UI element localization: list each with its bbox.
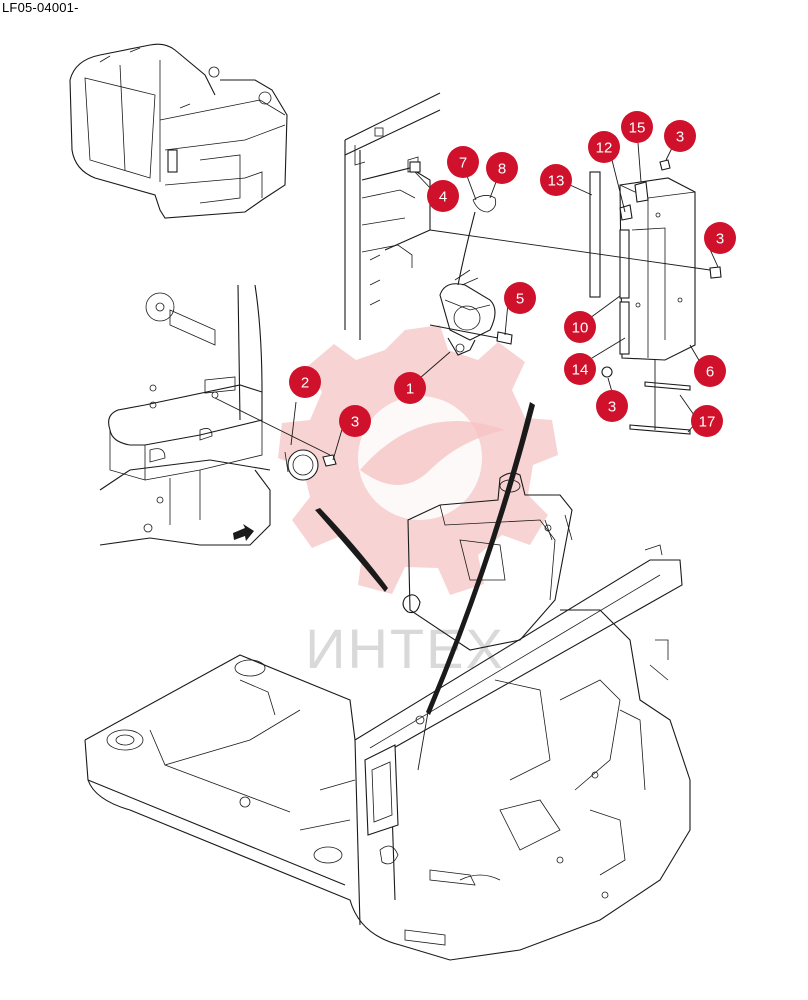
drawing-code: LF05-04001- xyxy=(2,0,79,15)
callout-15: 15 xyxy=(621,111,653,143)
callout-10: 10 xyxy=(564,311,596,343)
callout-badge xyxy=(664,120,696,152)
callout-5: 5 xyxy=(504,282,536,314)
watermark-swoosh xyxy=(360,421,505,485)
callout-badge xyxy=(486,152,518,184)
callout-4: 4 xyxy=(427,180,459,212)
callout-3: 3 xyxy=(704,222,736,254)
callout-1: 1 xyxy=(394,372,426,404)
callout-number: 13 xyxy=(548,173,565,190)
callout-number: 7 xyxy=(459,155,467,172)
callout-number: 2 xyxy=(301,375,309,392)
callout-number: 1 xyxy=(406,381,414,398)
callout-number: 14 xyxy=(572,362,589,379)
callout-3: 3 xyxy=(596,390,628,422)
callout-number: 15 xyxy=(629,120,646,137)
watermark-logo: ИНТЕХ xyxy=(278,325,558,680)
callout-number: 6 xyxy=(706,364,714,381)
callout-number: 3 xyxy=(716,231,724,248)
mount-detail-view xyxy=(99,284,337,546)
callout-8: 8 xyxy=(486,152,518,184)
callout-number: 3 xyxy=(351,414,359,431)
callout-badge xyxy=(289,366,321,398)
cab-overview-view xyxy=(69,43,288,219)
callout-badge xyxy=(704,222,736,254)
callout-badge xyxy=(596,390,628,422)
callout-6: 6 xyxy=(694,355,726,387)
callout-badge xyxy=(694,355,726,387)
callout-number: 17 xyxy=(699,414,716,431)
callout-number: 10 xyxy=(572,320,589,337)
callout-13: 13 xyxy=(540,164,572,196)
leader-lines xyxy=(332,142,719,461)
callout-number: 3 xyxy=(676,129,684,146)
callout-badge xyxy=(427,180,459,212)
panel-detail-view xyxy=(344,92,722,435)
callout-2: 2 xyxy=(289,366,321,398)
callout-number: 5 xyxy=(516,291,524,308)
callout-badge xyxy=(691,405,723,437)
callout-badge xyxy=(447,146,479,178)
callout-badge xyxy=(504,282,536,314)
callout-badge xyxy=(588,131,620,163)
main-frame-view xyxy=(84,402,691,961)
callout-14: 14 xyxy=(564,353,596,385)
callout-badge xyxy=(394,372,426,404)
callout-number: 12 xyxy=(596,140,613,157)
callout-badge xyxy=(564,311,596,343)
callout-badge xyxy=(339,405,371,437)
callout-3: 3 xyxy=(664,120,696,152)
callout-badge xyxy=(540,164,572,196)
callout-number: 4 xyxy=(439,189,447,206)
callout-number: 3 xyxy=(608,399,616,416)
callout-7: 7 xyxy=(447,146,479,178)
callout-badge xyxy=(564,353,596,385)
callout-17: 17 xyxy=(691,405,723,437)
callout-badge xyxy=(621,111,653,143)
callout-12: 12 xyxy=(588,131,620,163)
callout-number: 8 xyxy=(498,161,506,178)
callout-3: 3 xyxy=(339,405,371,437)
direction-arrow xyxy=(233,524,254,541)
